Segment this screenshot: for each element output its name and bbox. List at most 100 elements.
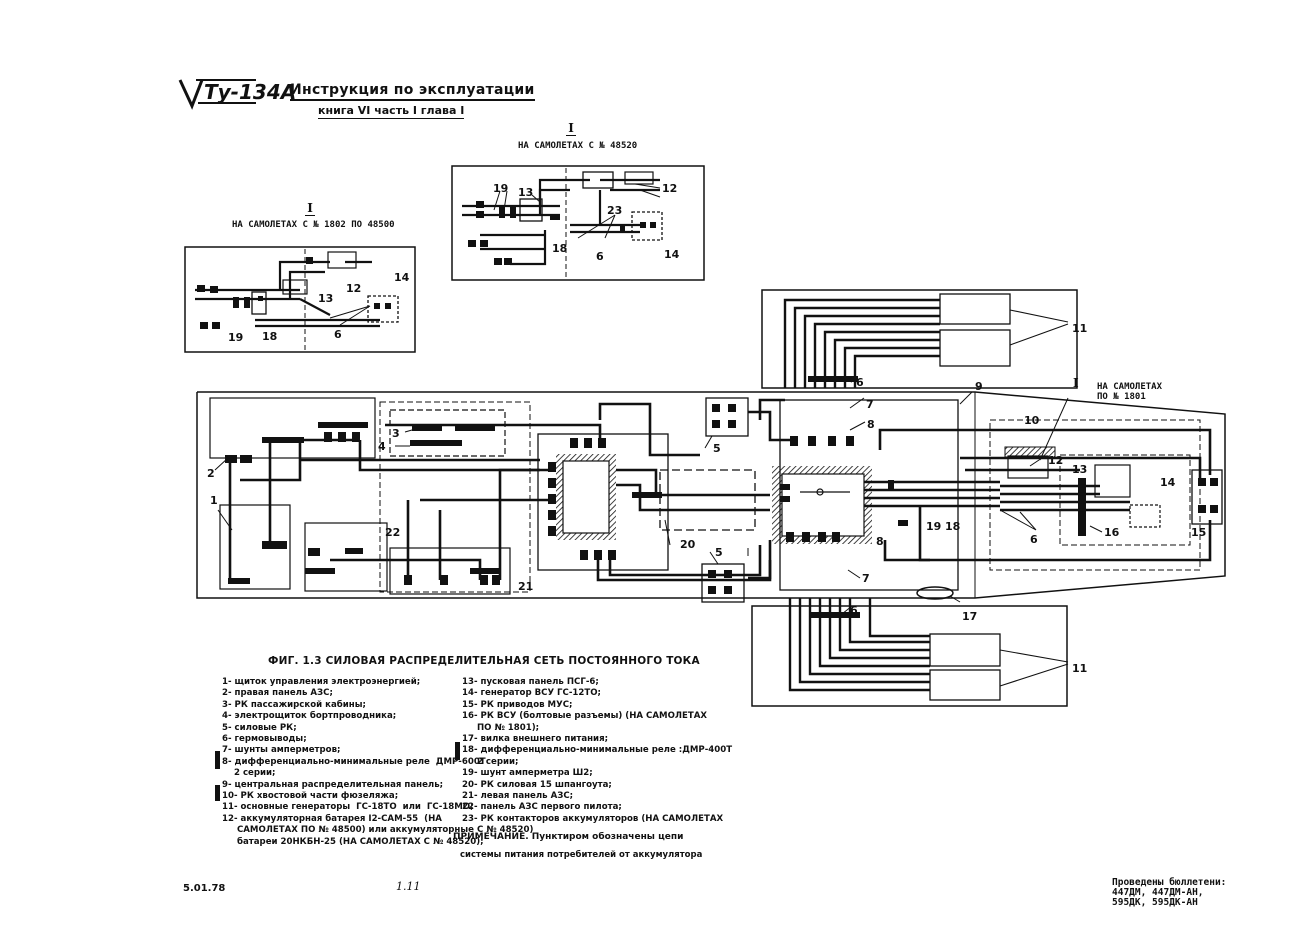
callout-11-bottom: 11 xyxy=(1072,662,1087,675)
bulletins-note: Проведены бюллетени: 447ДМ, 447ДМ-АН, 59… xyxy=(1112,878,1226,908)
inset-left-diagram xyxy=(184,246,416,353)
callout-19-r: 19 xyxy=(493,182,508,195)
callout-8-top: 8 xyxy=(867,418,875,431)
legend-item: 23- РК контакторов аккумуляторов (НА САМ… xyxy=(462,813,724,824)
callout-21: 21 xyxy=(518,580,533,593)
document-title: Инструкция по эксплуатации xyxy=(290,82,535,101)
fuselage-outline xyxy=(196,391,1226,599)
callout-18-main: 18 xyxy=(945,520,960,533)
inset-left-caption: НА САМОЛЕТАХ С № 1802 ПО 48500 xyxy=(232,220,395,230)
inset-left-marker: I xyxy=(305,201,315,216)
callout-18-r: 18 xyxy=(552,242,567,255)
callout-15: 15 xyxy=(1191,526,1206,539)
figure-caption: ФИГ. 1.3 СИЛОВАЯ РАСПРЕДЕЛИТЕЛЬНАЯ СЕТЬ … xyxy=(268,655,700,667)
callout-2: 2 xyxy=(207,467,215,480)
legend-left: 1- щиток управления электроэнергией; 2- … xyxy=(222,677,486,848)
callout-6-r: 6 xyxy=(596,250,604,263)
legend-item: 12- аккумуляторная батарея I2-САМ-55 (НА xyxy=(222,813,442,824)
callout-6-main: 6 xyxy=(1030,533,1038,546)
inset-main-marker: I xyxy=(1073,376,1079,390)
callout-11-top: 11 xyxy=(1072,322,1087,335)
legend-item: 2- правая панель АЗС; xyxy=(222,688,333,699)
legend-item: 14- генератор ВСУ ГС-12ТО; xyxy=(462,688,601,699)
callout-12-main: 12 xyxy=(1048,454,1063,467)
callout-13-l: 13 xyxy=(318,292,333,305)
legend-item: 13- пусковая панель ПСГ-6; xyxy=(462,677,599,687)
bulletins-line: 595ДК, 595ДК-АН xyxy=(1112,897,1198,908)
legend-right: 13- пусковая панель ПСГ-6; 14- генератор… xyxy=(462,677,732,837)
power-relay-bottom xyxy=(701,563,745,603)
leader-lines xyxy=(214,377,1103,615)
tu-134a-logo: Ту-134А xyxy=(178,79,296,110)
revision-bar xyxy=(215,751,220,769)
callout-7-bottom: 7 xyxy=(862,572,870,585)
legend-item: батареи 20НКБН-25 (НА САМОЛЕТАХ С № 4852… xyxy=(222,836,484,847)
central-distribution-panel xyxy=(772,399,959,591)
callout-19-main: 19 xyxy=(926,520,941,533)
legend-item: 15- РК приводов МУС; xyxy=(462,699,573,710)
legend-item: 3- РК пассажирской кабины; xyxy=(222,699,366,710)
callout-13-r: 13 xyxy=(518,186,533,199)
legend-item: 7- шунты амперметров; xyxy=(222,745,341,756)
callout-19-l: 19 xyxy=(228,331,243,344)
inset-right-diagram xyxy=(451,165,705,281)
callout-3: 3 xyxy=(392,427,400,440)
legend-item: 20- РК силовая 15 шпангоута; xyxy=(462,779,612,790)
callout-7-top: 7 xyxy=(866,398,874,411)
callout-14-main: 14 xyxy=(1160,476,1176,489)
inset-right-marker: I xyxy=(566,121,576,136)
logo-mark-icon xyxy=(178,79,256,110)
frame15-power-box xyxy=(537,433,756,571)
legend-item: ПО № 1801); xyxy=(462,722,540,733)
legend-item: 2 серии; xyxy=(462,756,519,767)
legend-item: 6- гермовыводы; xyxy=(222,734,307,745)
tail-section xyxy=(916,419,1223,600)
legend-item: 19- шунт амперметра Ш2; xyxy=(462,768,593,779)
revision-bar xyxy=(455,742,460,760)
callout-12-r: 12 xyxy=(662,182,677,195)
legend-item: 11- основные генераторы ГС-18ТО или ГС-1… xyxy=(222,802,474,813)
legend-item: 4- электрощиток бортпроводника; xyxy=(222,711,397,722)
issue-date: 5.01.78 xyxy=(183,883,226,894)
callout-9: 9 xyxy=(975,380,983,393)
page-number: 1.11 xyxy=(396,880,421,893)
legend-item: С № 48520) xyxy=(462,825,534,836)
legend-item: 9- центральная распределительная панель; xyxy=(222,779,444,790)
callout-8-bottom: 8 xyxy=(876,535,884,548)
callout-labels: 19 13 23 12 18 6 14 14 12 13 19 18 6 2 1… xyxy=(207,182,1206,675)
legend-item: 2 серии; xyxy=(222,768,276,779)
legend-item: САМОЛЕТАХ ПО № 48500) или аккумуляторные xyxy=(222,825,474,836)
power-relay-top xyxy=(705,397,749,437)
callout-14-l: 14 xyxy=(394,271,410,284)
callout-5-bottom: 5 xyxy=(715,546,723,559)
callout-14-r: 14 xyxy=(664,248,680,261)
generator-bay-bottom xyxy=(751,598,1069,707)
callout-17: 17 xyxy=(962,610,977,623)
callout-1: 1 xyxy=(210,494,218,507)
callout-12-l: 12 xyxy=(346,282,361,295)
note-line-2: системы питания потребителей от аккумуля… xyxy=(460,850,703,860)
callout-6-top: 6 xyxy=(856,376,864,389)
legend-item: 5- силовые РК; xyxy=(222,722,297,733)
revision-bar xyxy=(215,785,220,801)
callout-5-top: 5 xyxy=(713,442,721,455)
legend-item: 10- РК хвостовой части фюзеляжа; xyxy=(222,791,399,802)
left-azs-panels xyxy=(209,397,531,595)
callout-22: 22 xyxy=(385,526,400,539)
legend-item: 8- дифференциально-минимальные реле ДМР-… xyxy=(222,756,486,767)
callout-10: 10 xyxy=(1024,414,1040,427)
bulletins-line: 447ДМ, 447ДМ-АН, xyxy=(1112,887,1204,898)
inset-main-caption-1: НА САМОЛЕТАХ xyxy=(1097,382,1163,392)
callout-18-l: 18 xyxy=(262,330,277,343)
legend-item: 16- РК ВСУ (болтовые разъемы) (НА САМОЛЕ… xyxy=(462,711,708,722)
legend-item: 17- вилка внешнего питания; xyxy=(462,734,609,745)
legend-item: 18- дифференциально-минимальные реле :ДМ… xyxy=(462,745,733,756)
callout-4: 4 xyxy=(378,440,386,453)
callout-20: 20 xyxy=(680,538,696,551)
callout-16: 16 xyxy=(1104,526,1120,539)
legend-item: 21- левая панель АЗС; xyxy=(462,791,574,802)
bulletins-line: Проведены бюллетени: xyxy=(1112,877,1227,888)
document-subtitle: книга VI часть I глава I xyxy=(318,104,465,119)
generator-bay-top xyxy=(761,289,1078,389)
